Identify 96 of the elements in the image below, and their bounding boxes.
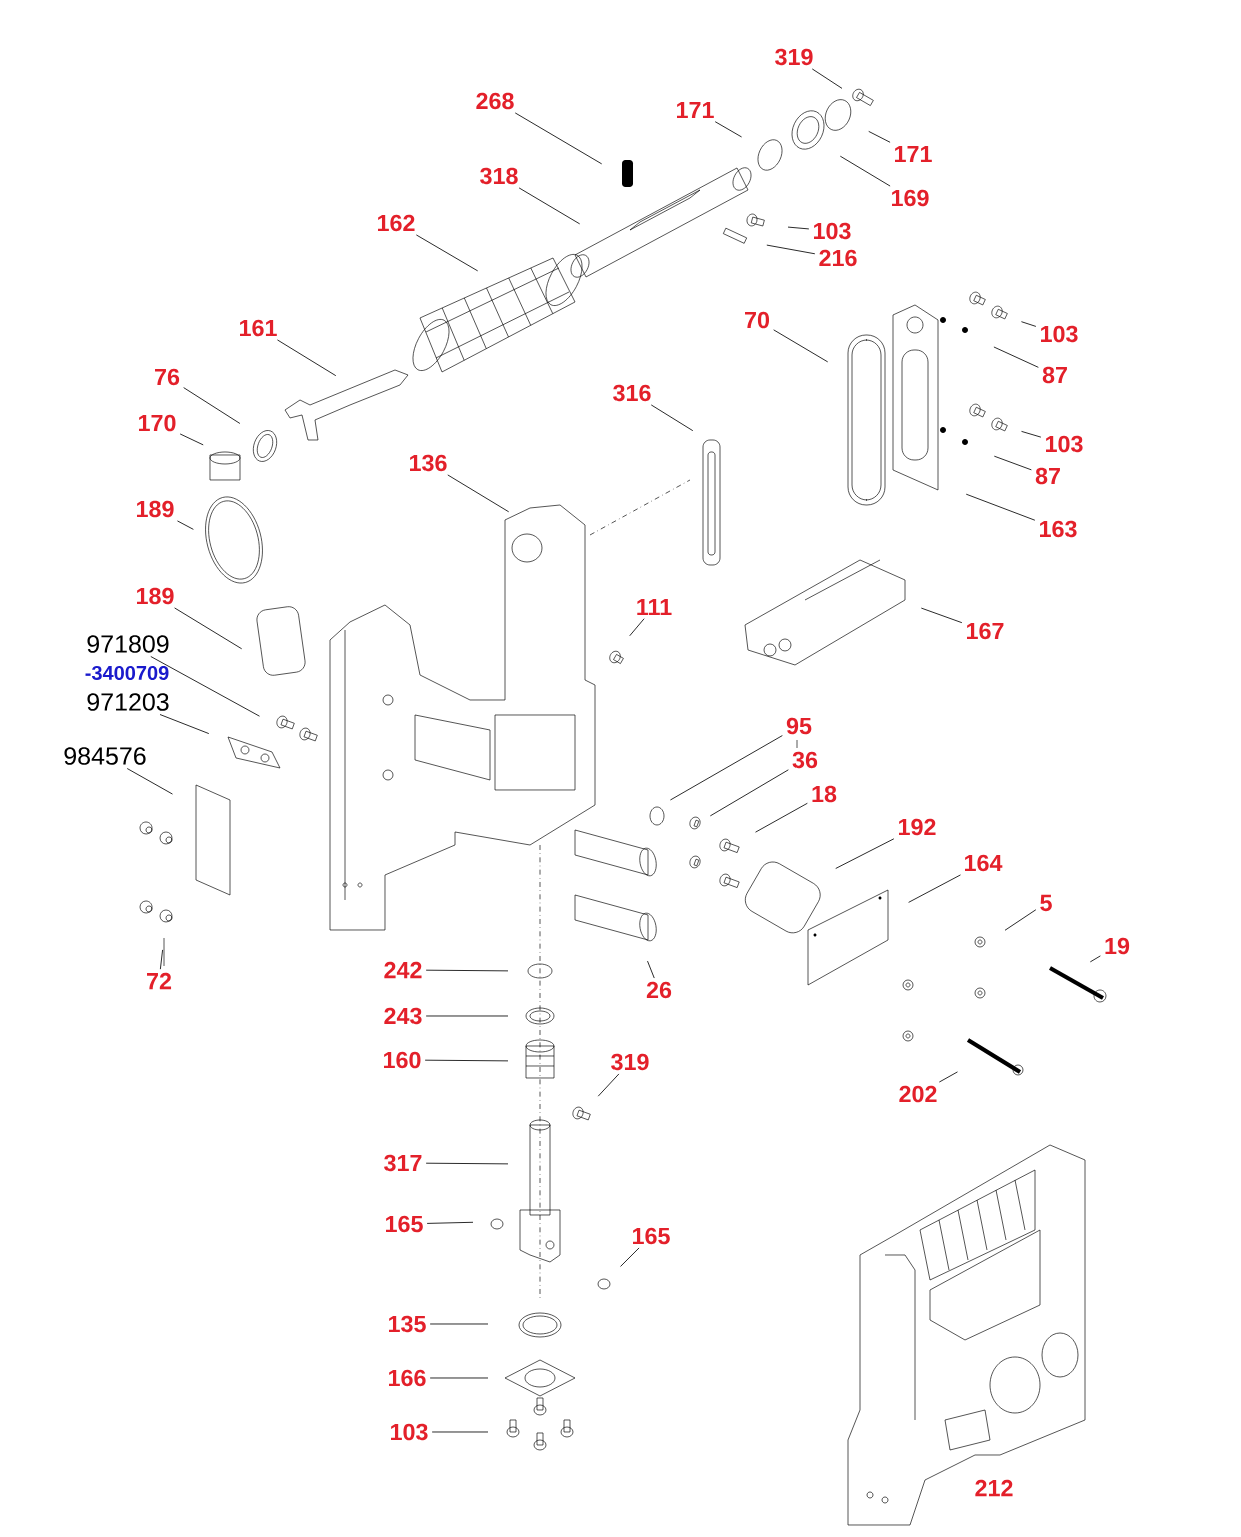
leader-line [431, 1431, 489, 1433]
leader-line [424, 1059, 509, 1062]
leader-line [447, 474, 510, 513]
callout-number: 160 [384, 1051, 421, 1069]
leader-line [839, 155, 891, 187]
leader-line [426, 1221, 474, 1224]
leader-line [670, 735, 783, 801]
callout-number: 268 [476, 92, 514, 110]
leader-line [177, 520, 194, 530]
callout-number: 26 [646, 981, 672, 999]
callout-number: 87 [1035, 467, 1060, 485]
leader-line [920, 607, 963, 624]
leader-line [425, 1162, 509, 1165]
leader-line [938, 1071, 958, 1083]
callout-number: 161 [240, 319, 277, 337]
leader-line [773, 329, 829, 363]
callout-number: 19 [1105, 937, 1130, 955]
leader-line [1004, 909, 1037, 931]
callout-number: 135 [389, 1315, 426, 1333]
leader-line [709, 769, 789, 817]
callout-number: 171 [895, 145, 932, 162]
callout-number: 971203 [87, 693, 169, 711]
leader-line [425, 1015, 509, 1017]
leader-line [597, 1073, 620, 1097]
callout-number: 95 [786, 717, 812, 735]
callout-number: 167 [967, 622, 1004, 640]
leader-line [766, 244, 816, 255]
leader-line [868, 130, 891, 143]
leader-line [993, 455, 1032, 471]
leader-line [965, 493, 1036, 521]
leader-line [1021, 321, 1037, 327]
callout-number: 216 [819, 249, 857, 267]
leader-line [277, 339, 337, 377]
leader-line [629, 618, 645, 637]
callout-number: 319 [611, 1053, 649, 1071]
callout-number: 971809 [87, 635, 169, 653]
callout-number: 317 [384, 1154, 422, 1172]
callout-number: 202 [899, 1085, 937, 1103]
callout-number: 103 [1046, 435, 1083, 453]
leader-line [835, 838, 895, 869]
leader-line [126, 768, 173, 795]
callout-number: 242 [384, 961, 422, 979]
leader-line [714, 121, 743, 138]
callout-number: 70 [745, 311, 769, 329]
callout-number: 18 [812, 785, 837, 803]
leader-line [429, 1377, 489, 1379]
callout-number: 166 [389, 1369, 426, 1387]
callout-number: 171 [677, 101, 714, 118]
leader-line [1021, 430, 1042, 438]
leader-line [518, 187, 581, 225]
leader-line [159, 714, 210, 734]
callout-number: 318 [480, 167, 518, 185]
leader-line [787, 226, 810, 230]
callout-number: 164 [965, 854, 1003, 872]
callout-number: 103 [814, 222, 851, 240]
callout-number: 212 [975, 1479, 1013, 1497]
leader-line [415, 234, 479, 272]
callout-number: 36 [792, 751, 818, 769]
callout-number: 87 [1042, 366, 1067, 384]
leader-line [1089, 955, 1101, 963]
callout-number: 170 [139, 414, 176, 432]
callout-number: 319 [775, 48, 813, 66]
leader-line [755, 802, 808, 833]
leader-line [159, 949, 163, 970]
callout-number: 165 [633, 1227, 670, 1245]
leader-line [993, 346, 1039, 368]
leader-line [183, 387, 241, 424]
callout-number: 76 [155, 368, 180, 386]
leader-line [811, 68, 843, 89]
callout-number: 165 [386, 1215, 423, 1233]
leader-line [425, 969, 509, 972]
leader-line [650, 404, 694, 432]
callout-number: 163 [1040, 520, 1077, 538]
callout-number: 169 [892, 189, 929, 207]
callout-number: 162 [378, 214, 415, 232]
callout-number: 189 [137, 500, 174, 518]
callout-number: 243 [384, 1007, 422, 1025]
leader-line [647, 960, 655, 979]
callout-number: 136 [410, 454, 447, 472]
leader-line [429, 1323, 489, 1325]
callout-number: 103 [1041, 325, 1078, 343]
callout-number: 189 [137, 587, 174, 605]
leader-line [908, 874, 961, 903]
leader-line [620, 1247, 640, 1267]
callout-number: 5 [1040, 894, 1052, 912]
leader-line [514, 112, 603, 165]
leader-line [179, 433, 204, 446]
leader-line [174, 607, 243, 650]
callout-number: 316 [613, 384, 651, 402]
callout-number: 72 [147, 972, 172, 990]
leader-line [150, 656, 260, 717]
callout-number: 103 [391, 1423, 428, 1441]
part-number: -3400709 [85, 665, 169, 681]
callout-number: 111 [637, 598, 672, 615]
callout-number: 984576 [64, 747, 146, 765]
callout-number: 192 [899, 818, 936, 836]
